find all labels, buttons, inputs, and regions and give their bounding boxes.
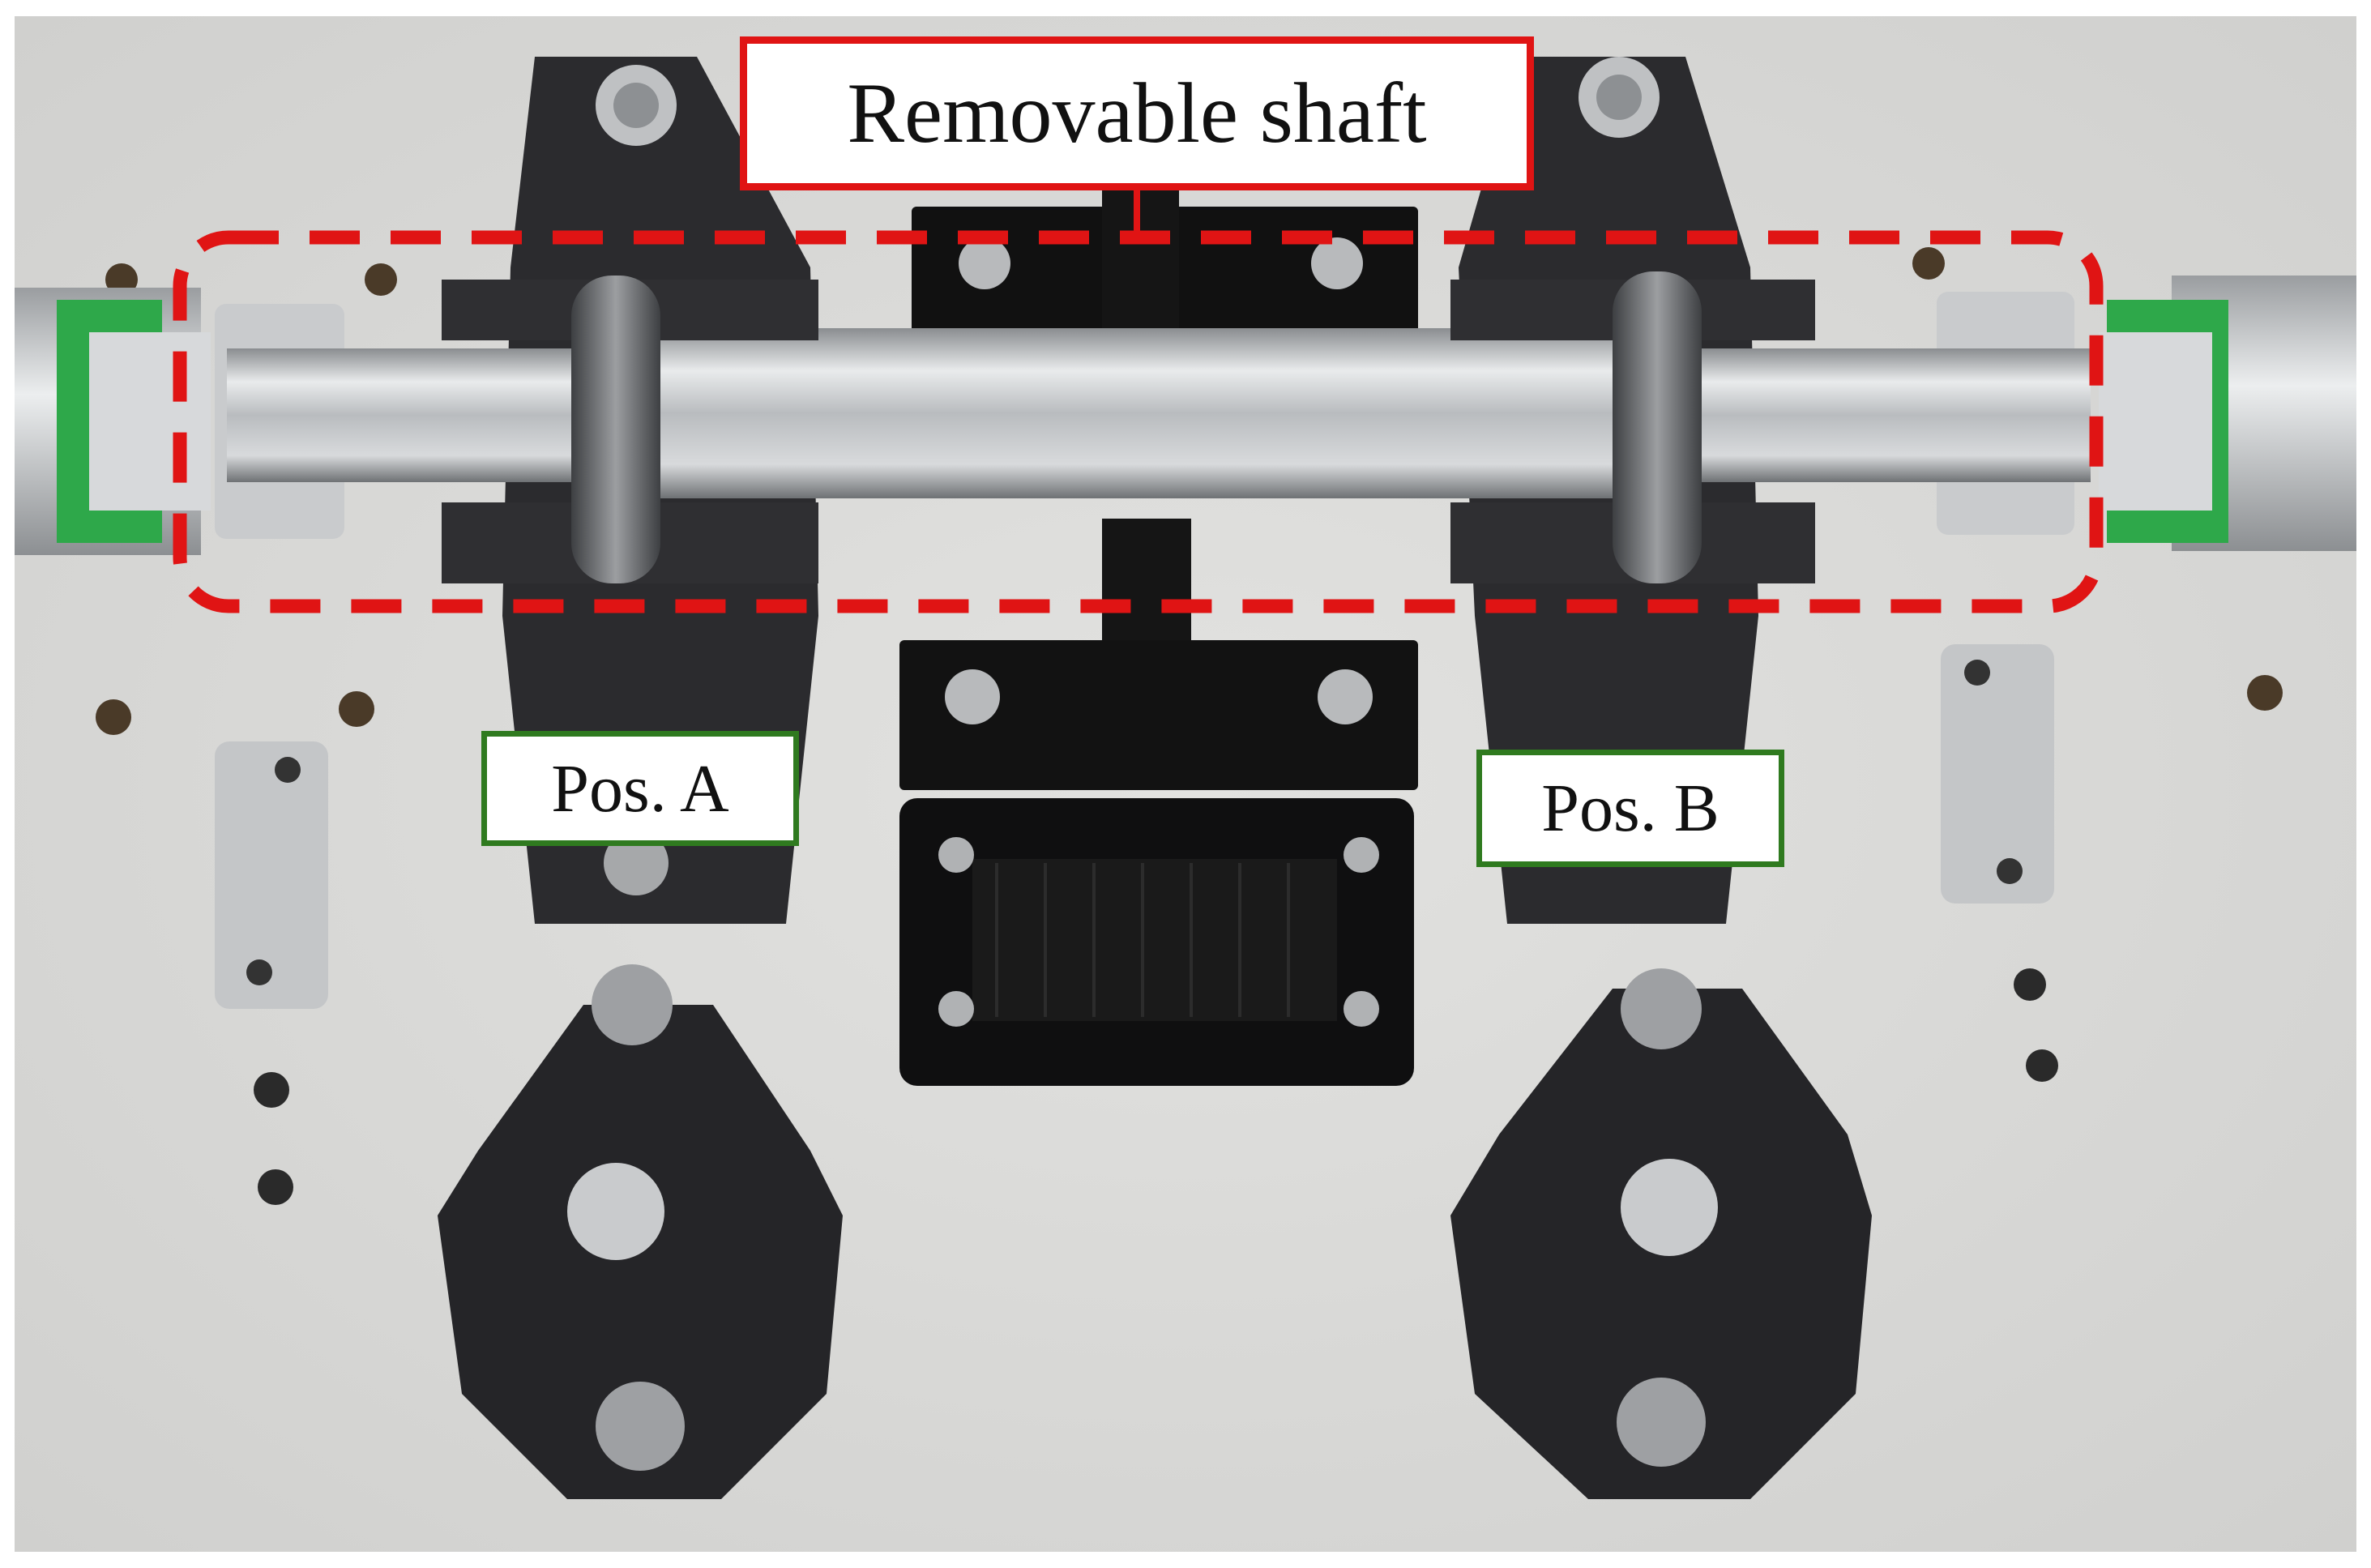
sensor-bracket-top bbox=[912, 186, 1418, 348]
bearing-b bbox=[1613, 271, 1702, 583]
spare-clamp-right bbox=[1941, 644, 2054, 904]
removable-shaft-label: Removable shaft bbox=[740, 36, 1534, 190]
brush-seal-frame bbox=[899, 798, 1414, 1086]
housing-cap-right bbox=[1450, 968, 1872, 1499]
spare-clamp-left bbox=[215, 741, 328, 1009]
position-a-label: Pos. A bbox=[481, 731, 799, 846]
position-b-label: Pos. B bbox=[1476, 750, 1784, 867]
loose-screws bbox=[254, 968, 2058, 1205]
bearing-a bbox=[571, 276, 660, 583]
housing-cap-left bbox=[438, 964, 843, 1499]
